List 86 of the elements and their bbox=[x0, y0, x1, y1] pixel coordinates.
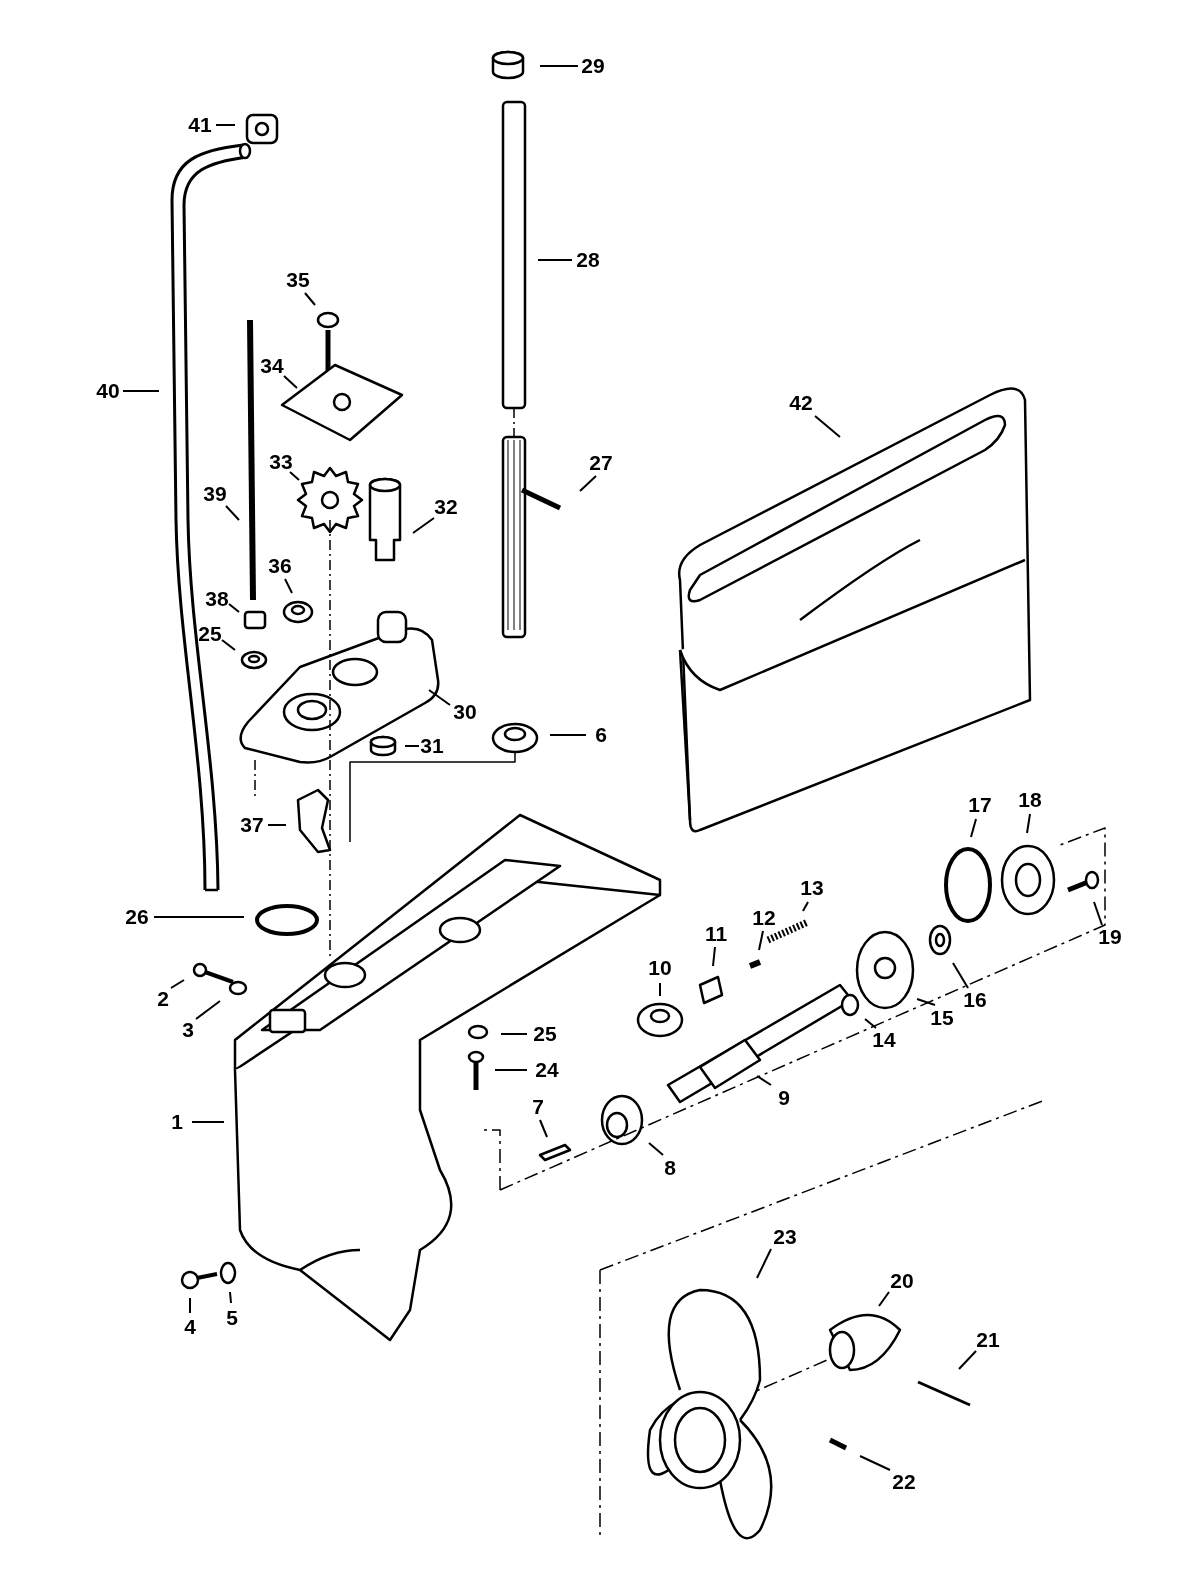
leader-line bbox=[859, 1455, 891, 1471]
callout-number: 6 bbox=[595, 724, 607, 746]
callout-number: 1 bbox=[171, 1111, 183, 1133]
callout-number: 8 bbox=[664, 1157, 676, 1179]
leader-line bbox=[122, 390, 160, 392]
callout-number: 41 bbox=[188, 114, 212, 136]
leader-line bbox=[289, 471, 300, 481]
callout-number: 23 bbox=[773, 1226, 797, 1248]
callout-number: 12 bbox=[752, 907, 776, 929]
callout-number: 18 bbox=[1018, 789, 1042, 811]
leader-line bbox=[267, 824, 287, 826]
leader-line bbox=[221, 639, 236, 651]
leader-line bbox=[648, 1142, 664, 1156]
callout-number: 27 bbox=[589, 452, 613, 474]
leader-line bbox=[864, 1018, 877, 1029]
leader-line bbox=[537, 259, 573, 261]
callout-number: 30 bbox=[453, 701, 477, 723]
leader-line bbox=[814, 415, 841, 438]
callout-number: 13 bbox=[800, 877, 824, 899]
callout-number: 34 bbox=[260, 355, 284, 377]
callout-number: 22 bbox=[892, 1471, 916, 1493]
callout-number: 36 bbox=[268, 555, 292, 577]
callout-number: 5 bbox=[226, 1307, 238, 1329]
callout-number: 17 bbox=[968, 794, 992, 816]
callout-number: 24 bbox=[535, 1059, 559, 1081]
leader-line bbox=[549, 734, 587, 736]
callout-number: 37 bbox=[240, 814, 264, 836]
callout-number: 25 bbox=[533, 1023, 557, 1045]
leader-line bbox=[539, 1119, 548, 1138]
leader-line bbox=[189, 1297, 191, 1314]
leader-line bbox=[304, 292, 316, 306]
leader-line bbox=[970, 818, 977, 838]
leader-line bbox=[191, 1121, 225, 1123]
callout-number: 3 bbox=[182, 1019, 194, 1041]
callout-number: 7 bbox=[532, 1096, 544, 1118]
callout-number: 31 bbox=[420, 735, 444, 757]
leader-line bbox=[153, 916, 245, 918]
leader-line bbox=[494, 1069, 528, 1071]
callout-number: 39 bbox=[203, 483, 227, 505]
leader-line bbox=[229, 1291, 232, 1304]
leader-line bbox=[404, 745, 420, 747]
leader-line bbox=[958, 1350, 977, 1370]
leader-line bbox=[1093, 901, 1103, 926]
leader-line bbox=[756, 1075, 772, 1086]
callout-number: 21 bbox=[976, 1329, 1000, 1351]
callout-number: 11 bbox=[704, 923, 728, 945]
leader-line bbox=[215, 124, 236, 126]
callout-number: 14 bbox=[872, 1029, 896, 1051]
leader-line bbox=[659, 982, 661, 997]
leader-line bbox=[284, 578, 293, 594]
callout-number: 28 bbox=[576, 249, 600, 271]
callout-number: 4 bbox=[184, 1316, 196, 1338]
callout-number: 35 bbox=[286, 269, 310, 291]
callout-number: 20 bbox=[890, 1270, 914, 1292]
leader-line bbox=[170, 979, 185, 989]
leader-line bbox=[802, 901, 809, 912]
leader-line bbox=[916, 998, 936, 1006]
callout-number: 32 bbox=[434, 496, 458, 518]
callout-number: 9 bbox=[778, 1087, 790, 1109]
leader-line bbox=[878, 1291, 890, 1307]
leader-line bbox=[283, 375, 298, 389]
leader-line bbox=[712, 946, 716, 967]
callout-number: 19 bbox=[1098, 926, 1122, 948]
callout-number: 29 bbox=[581, 55, 605, 77]
callout-number: 25 bbox=[198, 623, 222, 645]
callout-number: 2 bbox=[157, 988, 169, 1010]
leader-line bbox=[952, 962, 969, 989]
callout-number: 33 bbox=[269, 451, 293, 473]
leader-line bbox=[756, 1248, 772, 1279]
leader-line bbox=[758, 930, 764, 951]
leader-line bbox=[579, 475, 597, 492]
leader-line bbox=[428, 689, 451, 706]
leader-line bbox=[412, 517, 435, 534]
callout-number: 10 bbox=[648, 957, 672, 979]
callout-number: 42 bbox=[789, 392, 813, 414]
leader-line bbox=[1026, 813, 1031, 834]
callout-number: 15 bbox=[930, 1007, 954, 1029]
leader-line bbox=[195, 1000, 221, 1020]
callout-number: 40 bbox=[96, 380, 120, 402]
leader-line bbox=[228, 603, 240, 613]
callout-number: 16 bbox=[963, 989, 987, 1011]
leader-line bbox=[225, 505, 240, 521]
leader-line bbox=[539, 65, 579, 67]
callout-number: 26 bbox=[125, 906, 149, 928]
leader-line bbox=[500, 1033, 528, 1035]
callout-number: 38 bbox=[205, 588, 229, 610]
